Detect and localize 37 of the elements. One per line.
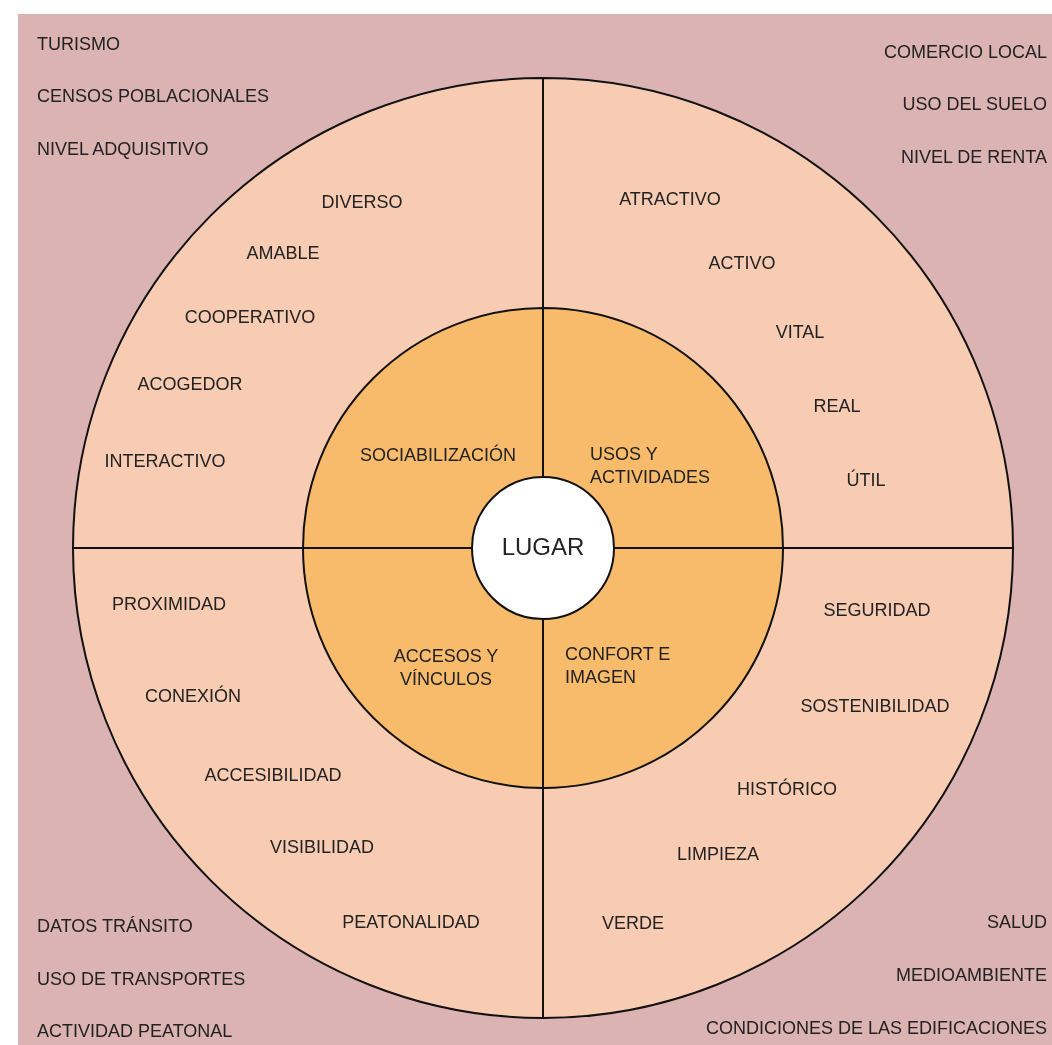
quality-text: COOPERATIVO [184, 306, 316, 330]
quality-text: PEATONALIDAD [342, 911, 480, 935]
quality-text: VERDE [602, 912, 664, 936]
quality-text: CONEXIÓN [145, 685, 241, 709]
quality-text: ACOGEDOR [137, 373, 243, 397]
indicator-text: TURISMO [37, 33, 120, 55]
quality-text: VITAL [775, 321, 825, 345]
quality-text: ACCESIBILIDAD [204, 764, 342, 788]
indicator-text: MEDIOAMBIENTE [896, 964, 1047, 986]
indicator-text: USO DE TRANSPORTES [37, 968, 246, 990]
quadrant-title: USOS Y ACTIVIDADES [590, 442, 712, 489]
quality-text: DIVERSO [321, 191, 403, 215]
quality-text: ATRACTIVO [619, 188, 721, 212]
indicator-text: DATOS TRÁNSITO [37, 915, 193, 937]
quality-text: SOSTENIBILIDAD [800, 695, 950, 719]
quality-text: ACTIVO [708, 252, 776, 276]
quality-text: ÚTIL [846, 469, 886, 493]
indicator-text: COMERCIO LOCAL [883, 41, 1047, 63]
quadrant-title: SOCIABILIZACIÓN [358, 444, 517, 468]
indicator-text: USO DEL SUELO [902, 93, 1047, 115]
indicator-text: NIVEL DE RENTA [900, 146, 1047, 168]
indicator-text: NIVEL ADQUISITIVO [37, 138, 209, 160]
quality-text: VISIBILIDAD [270, 836, 374, 860]
center-label: LUGAR [501, 532, 585, 563]
quadrant-title: ACCESOS Y VÍNCULOS [392, 644, 500, 691]
quadrant-title: CONFORT E IMAGEN [565, 642, 672, 689]
indicator-text: SALUD [986, 911, 1047, 933]
indicator-text: ACTIVIDAD PEATONAL [37, 1020, 233, 1042]
quality-text: REAL [813, 395, 861, 419]
quality-text: LIMPIEZA [677, 843, 759, 867]
indicator-text: CONDICIONES DE LAS EDIFICACIONES [705, 1017, 1047, 1039]
indicator-text: CENSOS POBLACIONALES [37, 85, 270, 107]
quality-text: INTERACTIVO [104, 450, 226, 474]
quality-text: SEGURIDAD [823, 599, 931, 623]
quality-text: AMABLE [246, 242, 320, 266]
quality-text: PROXIMIDAD [112, 593, 226, 617]
quality-text: HISTÓRICO [737, 778, 837, 802]
